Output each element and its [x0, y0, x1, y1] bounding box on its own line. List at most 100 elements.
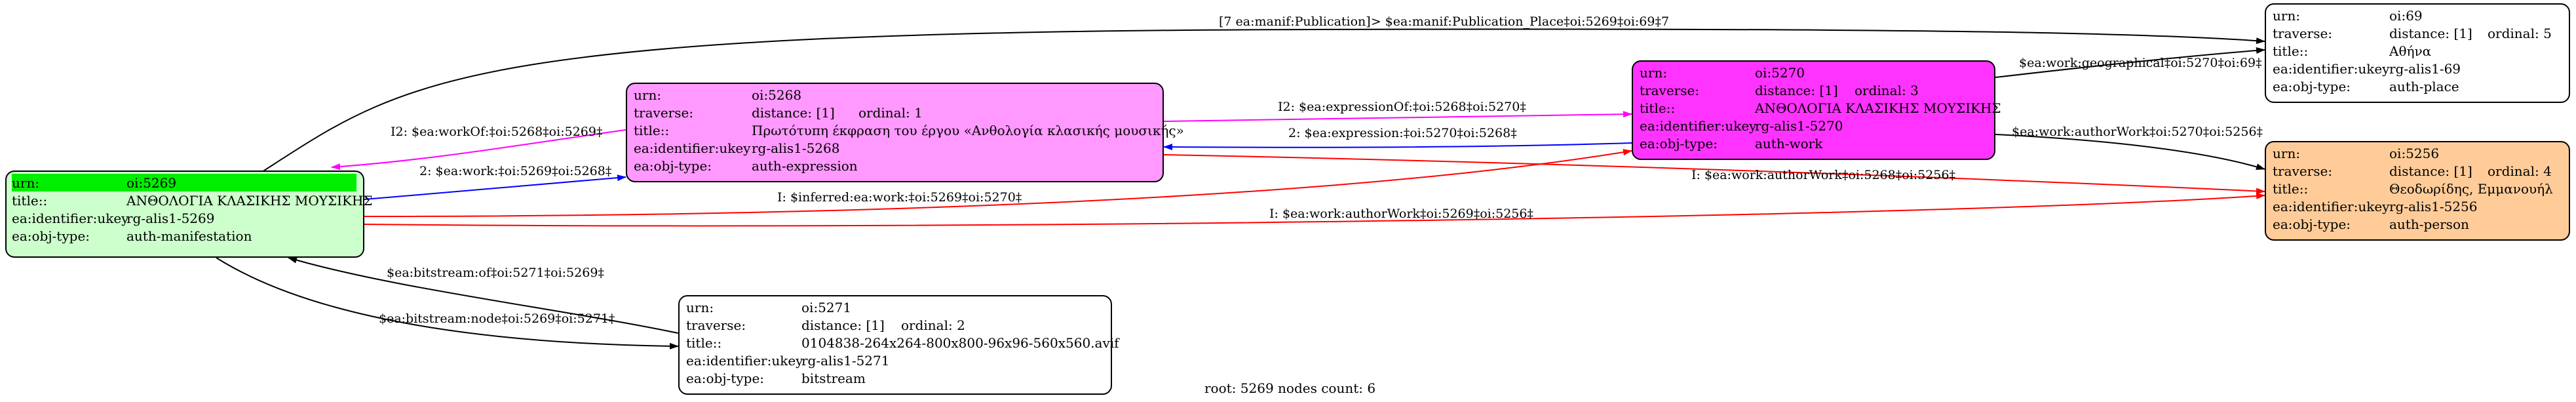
node-key: title::	[686, 334, 722, 351]
node-row: title:: Πρωτότυπη έκφραση του έργου «Ανθ…	[634, 121, 1184, 139]
edge-label-authorWork5270: $ea:work:authorWork‡oi:5270‡oi:5256‡	[2012, 125, 2263, 139]
node-value: auth-work	[1755, 135, 1823, 151]
node-row: title:: ΑΝΘΟΛΟΓΙΑ ΚΛΑΣΙΚΗΣ ΜΟΥΣΙΚΗΣ	[12, 191, 373, 209]
edge-bitstreamNode	[216, 257, 679, 350]
node-key: urn:	[634, 87, 662, 103]
node-value: auth-person	[2389, 216, 2469, 232]
node-5256[interactable]: urn: oi:5256 traverse: distance: [1] ord…	[2265, 141, 2570, 241]
node-value: distance: [1]	[1755, 82, 1838, 98]
node-key: ea:identifier:ukey	[12, 210, 129, 226]
edge-expression	[1163, 142, 1632, 151]
node-value: auth-place	[2389, 78, 2459, 94]
node-value: oi:5270	[1755, 64, 1805, 81]
node-value-extra: ordinal: 2	[901, 317, 965, 333]
edge-bitstreamOf	[288, 256, 679, 334]
node-5268[interactable]: urn: oi:5268 traverse: distance: [1] ord…	[626, 83, 1184, 182]
node-5271[interactable]: urn: oi:5271 traverse: distance: [1] ord…	[678, 295, 1119, 395]
edge-authorWork5269	[364, 192, 2265, 227]
graph-footer: root: 5269 nodes count: 6	[1204, 380, 1376, 396]
node-value: rg-alis1-69	[2389, 60, 2461, 77]
node-value: rg-alis1-5270	[1755, 117, 1843, 134]
node-value: auth-manifestation	[126, 228, 252, 244]
node-row: ea:obj-type: auth-manifestation	[12, 227, 356, 245]
node-value: oi:69	[2389, 7, 2423, 24]
edge-label-authorWork5268: I: $ea:work:authorWork‡oi:5268‡oi:5256‡	[1691, 168, 1955, 182]
node-value: ΑΝΘΟΛΟΓΙΑ ΚΛΑΣΙΚΗΣ ΜΟΥΣΙΚΗΣ	[126, 192, 373, 209]
node-5269[interactable]: urn: oi:5269 title:: ΑΝΘΟΛΟΓΙΑ ΚΛΑΣΙΚΗΣ …	[5, 171, 373, 258]
node-row: urn: oi:5270	[1640, 64, 1988, 81]
edge-authorWork5268	[1163, 154, 2265, 195]
node-row: traverse: distance: [1] ordinal: 1	[634, 104, 1156, 121]
edge-label-workOf: I2: $ea:workOf:‡oi:5268‡oi:5269‡	[391, 125, 603, 139]
node-value: oi:5269	[126, 174, 177, 191]
node-value: Θεοδωρίδης, Εμμανουήλ	[2389, 180, 2553, 197]
node-5269-urn-row: urn: oi:5269	[12, 174, 356, 191]
node-key: ea:obj-type:	[2273, 78, 2351, 94]
node-key: traverse:	[1640, 82, 1700, 98]
edge-expressionOf	[1163, 111, 1632, 122]
node-row: ea:obj-type: auth-work	[1640, 134, 1988, 152]
node-row: ea:identifier:ukey rg-alis1-5270	[1640, 117, 1988, 134]
edge-inferredWork	[364, 149, 1632, 217]
node-key: title::	[2273, 180, 2309, 197]
node-key: ea:obj-type:	[12, 228, 90, 244]
node-value: distance: [1]	[2389, 163, 2472, 179]
node-key: traverse:	[686, 317, 746, 333]
node-row: traverse: distance: [1] ordinal: 3	[1640, 81, 1988, 99]
node-row: traverse: distance: [1] ordinal: 4	[2273, 162, 2562, 180]
node-key: ea:obj-type:	[2273, 216, 2351, 232]
node-row: traverse: distance: [1] ordinal: 2	[686, 316, 1104, 334]
node-key: title::	[2273, 43, 2309, 59]
node-value: distance: [1]	[801, 317, 885, 333]
node-value: oi:5271	[801, 299, 852, 315]
node-row: ea:identifier:ukey rg-alis1-5269	[12, 209, 356, 227]
node-key: ea:identifier:ukey	[686, 352, 803, 369]
node-key: urn:	[2273, 7, 2301, 24]
node-key: ea:identifier:ukey	[2273, 198, 2390, 214]
node-value: rg-alis1-5268	[752, 140, 840, 156]
node-row: urn: oi:5256	[2273, 144, 2562, 162]
node-row: title:: ΑΝΘΟΛΟΓΙΑ ΚΛΑΣΙΚΗΣ ΜΟΥΣΙΚΗΣ	[1640, 99, 2001, 117]
node-row: urn: oi:69	[2273, 7, 2562, 24]
edge-authorWork5270	[1995, 134, 2265, 171]
node-row: ea:identifier:ukey rg-alis1-5268	[634, 139, 1156, 157]
node-value-extra: ordinal: 1	[858, 104, 923, 121]
node-row: ea:obj-type: auth-expression	[634, 157, 1156, 174]
node-key: ea:identifier:ukey	[2273, 60, 2390, 77]
edge-label-geographical: $ea:work:geographical‡oi:5270‡oi:69‡	[2019, 56, 2262, 70]
edge-label-work: 2: $ea:work:‡oi:5269‡oi:5268‡	[419, 164, 612, 178]
node-row: title:: Θεοδωρίδης, Εμμανουήλ	[2273, 180, 2562, 197]
edge-label-authorWork5269: I: $ea:work:authorWork‡oi:5269‡oi:5256‡	[1269, 207, 1533, 221]
node-value: ΑΝΘΟΛΟΓΙΑ ΚΛΑΣΙΚΗΣ ΜΟΥΣΙΚΗΣ	[1755, 100, 2001, 116]
node-5270[interactable]: urn: oi:5270 traverse: distance: [1] ord…	[1632, 60, 2001, 160]
edge-label-inferredWork: I: $inferred:ea:work:‡oi:5269‡oi:5270‡	[777, 190, 1022, 205]
edge-label-expression: 2: $ea:expression:‡oi:5270‡oi:5268‡	[1288, 126, 1517, 140]
edge-publication	[261, 28, 2265, 172]
node-key: urn:	[686, 299, 714, 315]
node-value: 0104838-264x264-800x800-96x96-560x560.av…	[801, 334, 1119, 351]
node-row: ea:obj-type: bitstream	[686, 369, 1104, 387]
node-key: title::	[634, 122, 670, 138]
node-value: distance: [1]	[2389, 25, 2472, 41]
node-row: urn: oi:5268	[634, 86, 1156, 104]
node-value: Αθήνα	[2389, 43, 2432, 59]
node-row: title:: Αθήνα	[2273, 42, 2562, 60]
node-69[interactable]: urn: oi:69 traverse: distance: [1] ordin…	[2265, 3, 2570, 103]
node-value: rg-alis1-5271	[801, 352, 890, 369]
edge-geographical	[1995, 47, 2265, 78]
edge-work	[364, 174, 626, 200]
node-key: title::	[1640, 100, 1676, 116]
node-key: urn:	[2273, 145, 2301, 161]
edge-label-publication: [7 ea:manif:Publication]> $ea:manif:Publ…	[1219, 14, 1670, 29]
edge-label-bitstreamOf: $ea:bitstream:of‡oi:5271‡oi:5269‡	[387, 266, 604, 280]
node-row: title:: 0104838-264x264-800x800-96x96-56…	[686, 334, 1119, 352]
edge-workOf	[331, 129, 626, 171]
node-value: rg-alis1-5256	[2389, 198, 2478, 214]
node-key: ea:identifier:ukey	[1640, 117, 1757, 134]
node-row: ea:identifier:ukey rg-alis1-5256	[2273, 197, 2562, 215]
node-value: auth-expression	[752, 157, 858, 174]
node-value: distance: [1]	[752, 104, 835, 121]
node-key: traverse:	[2273, 163, 2333, 179]
node-key: ea:obj-type:	[686, 370, 765, 386]
node-value: rg-alis1-5269	[126, 210, 215, 226]
